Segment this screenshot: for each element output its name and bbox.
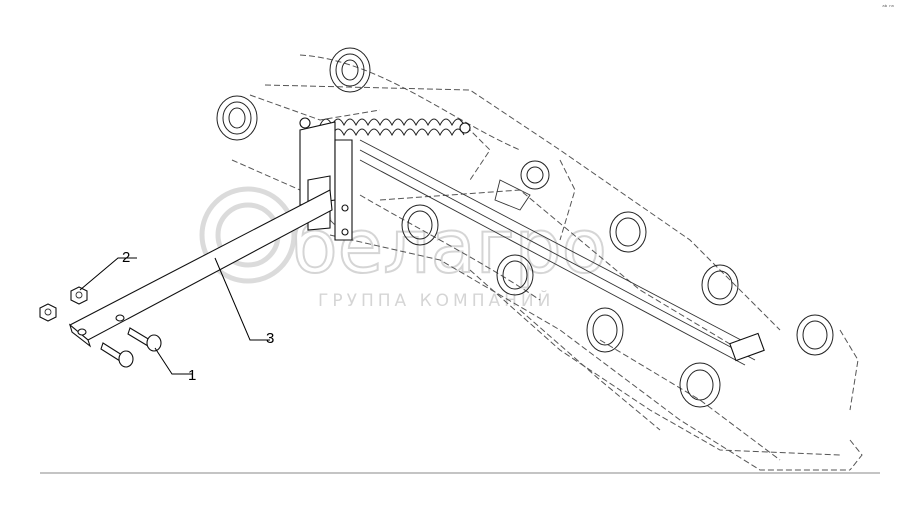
coil-2: [216, 95, 258, 141]
coil-9: [679, 362, 721, 408]
callout-labels: 2 1 3: [122, 249, 274, 384]
spring-coils: [216, 47, 834, 408]
mounting-bracket: [299, 121, 353, 241]
coil-10: [520, 160, 550, 190]
nut-upper: [70, 286, 88, 305]
leader-1: [154, 347, 192, 375]
tension-spring: [299, 117, 471, 137]
nut-lower: [39, 303, 57, 322]
watermark-tagline: ГРУППА КОМПАНИЙ: [318, 289, 554, 311]
bolt-upper: [127, 327, 162, 352]
part-2-nuts: [39, 286, 88, 322]
coil-8: [796, 314, 834, 356]
part-3-arm: [68, 189, 333, 348]
leader-2: [79, 257, 137, 291]
coil-1: [329, 47, 371, 93]
coil-5: [609, 211, 647, 253]
coil-6: [701, 264, 739, 306]
rake-main-beam: [359, 139, 765, 366]
coil-3: [401, 204, 439, 246]
coil-7: [586, 307, 624, 353]
bolt-lower: [100, 342, 134, 368]
coil-4: [496, 254, 534, 296]
corner-code: ᵃᵇ ⁿⁿ: [882, 4, 894, 11]
leader-lines: [79, 257, 270, 375]
part-1-bolts: [100, 327, 162, 368]
callout-2: 2: [122, 249, 130, 266]
watermark: белагро ГРУППА КОМПАНИЙ: [199, 186, 608, 311]
leader-3: [214, 257, 270, 341]
callout-3: 3: [266, 330, 274, 347]
callout-1: 1: [188, 367, 196, 384]
